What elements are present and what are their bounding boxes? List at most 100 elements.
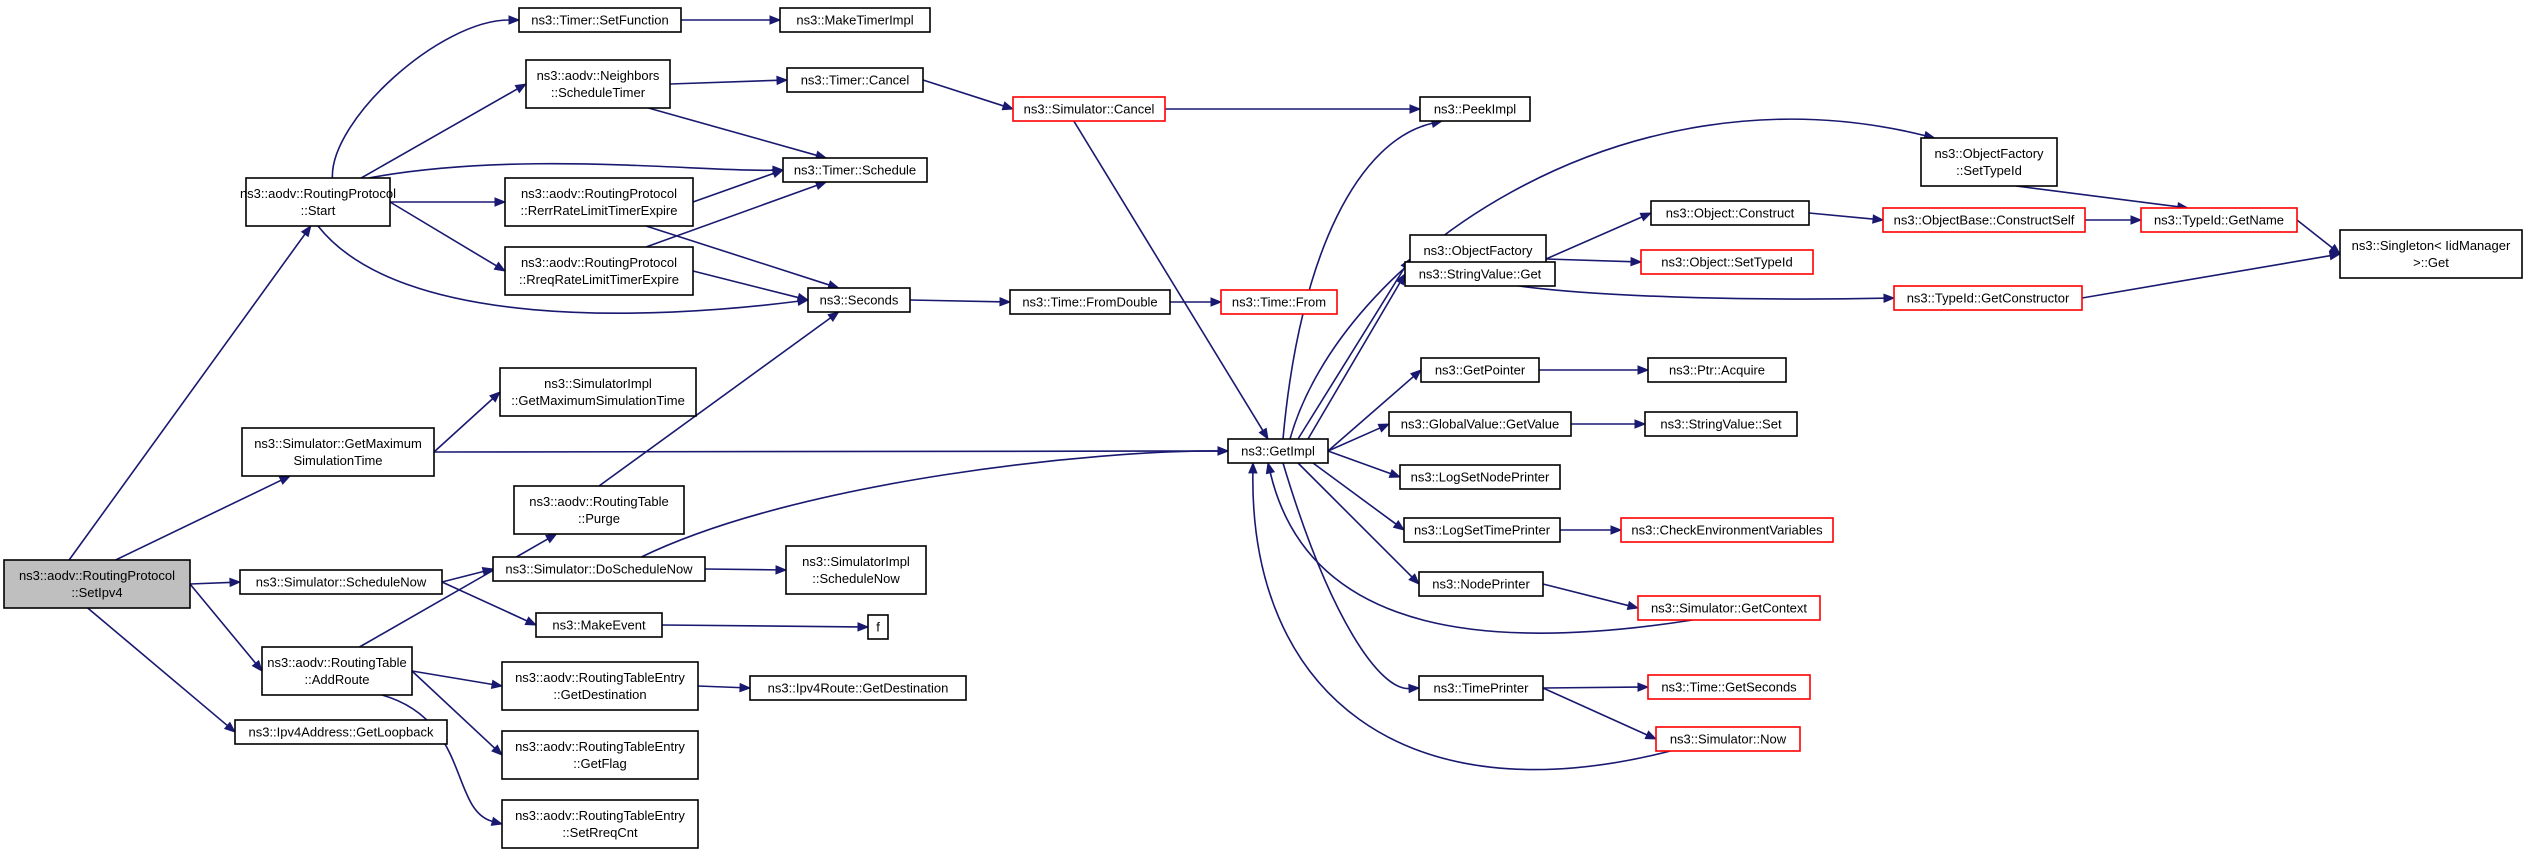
edge-start-to-rerrexpire [390, 197, 507, 207]
node-label: ns3::StringValue::Set [1660, 417, 1782, 432]
node-timeprinter[interactable]: ns3::TimePrinter [1418, 675, 1544, 701]
function-nodes: ns3::aodv::RoutingProtocol::SetIpv4ns3::… [3, 7, 2523, 849]
node-nbschedtimer[interactable]: ns3::aodv::Neighbors::ScheduleTimer [525, 59, 671, 109]
node-simcancel[interactable]: ns3::Simulator::Cancel [1012, 96, 1166, 122]
arrowhead-icon [1630, 256, 1643, 267]
edge-getimpl-to-logsetnode [1327, 450, 1402, 478]
node-box [1655, 726, 1801, 752]
node-box [1399, 464, 1561, 490]
node-timefrom[interactable]: ns3::Time::From [1220, 289, 1338, 315]
node-logsetnode[interactable]: ns3::LogSetNodePrinter [1399, 464, 1561, 490]
node-checkenv[interactable]: ns3::CheckEnvironmentVariables [1620, 517, 1834, 543]
arrowhead-icon [1872, 214, 1885, 224]
node-logsettime[interactable]: ns3::LogSetTimePrinter [1403, 517, 1561, 543]
node-rerrexpire[interactable]: ns3::aodv::RoutingProtocol::RerrRateLimi… [504, 177, 694, 227]
edge-start-to-nbschedtimer [360, 83, 528, 179]
node-ptracquire[interactable]: ns3::Ptr::Acquire [1647, 357, 1787, 383]
node-typeidgetctor[interactable]: ns3::TypeId::GetConstructor [1893, 285, 2083, 311]
node-label: ns3::TypeId::GetConstructor [1907, 291, 2070, 306]
edge-setipv4-to-getloopback [87, 607, 237, 733]
node-setfunction[interactable]: ns3::Timer::SetFunction [518, 7, 682, 33]
arrowhead-icon [1639, 212, 1653, 222]
node-timerschedule[interactable]: ns3::Timer::Schedule [782, 157, 928, 183]
node-simimplschednow[interactable]: ns3::SimulatorImpl::ScheduleNow [785, 545, 927, 595]
node-svset[interactable]: ns3::StringValue::Set [1644, 411, 1798, 437]
edge-doschednow-to-getimpl [641, 446, 1230, 558]
arrowhead-icon [857, 622, 870, 632]
edge-timeprinter-to-timegetseconds [1542, 682, 1650, 692]
node-label: ns3::SimulatorImpl [802, 554, 910, 569]
arrowhead-icon [2328, 251, 2342, 261]
node-label: ns3::aodv::RoutingProtocol [19, 568, 175, 583]
node-objsettypeid[interactable]: ns3::Object::SetTypeId [1640, 249, 1814, 275]
node-box [525, 59, 671, 109]
node-label: ns3::CheckEnvironmentVariables [1631, 523, 1823, 538]
node-box [1009, 289, 1171, 315]
node-timefromdouble[interactable]: ns3::Time::FromDouble [1009, 289, 1171, 315]
node-label: ns3::aodv::RoutingProtocol [240, 186, 396, 201]
node-label: ns3::ObjectFactory [1423, 243, 1533, 258]
node-seconds[interactable]: ns3::Seconds [807, 287, 911, 313]
node-box [1647, 674, 1811, 700]
node-maketimerimpl[interactable]: ns3::MakeTimerImpl [779, 7, 931, 33]
node-timegetseconds[interactable]: ns3::Time::GetSeconds [1647, 674, 1811, 700]
node-label: ::AddRoute [304, 672, 369, 687]
node-f[interactable]: f [867, 614, 889, 640]
node-nodeprinter[interactable]: ns3::NodePrinter [1418, 571, 1544, 597]
edge-getmaxsim-to-simimplgetmax [433, 391, 501, 453]
node-getpointer[interactable]: ns3::GetPointer [1420, 357, 1540, 383]
node-svget[interactable]: ns3::StringValue::Get [1404, 261, 1556, 287]
edge-start-to-timerschedule [368, 162, 785, 179]
node-singletonget[interactable]: ns3::Singleton< IidManager >::Get [2339, 229, 2523, 279]
edge-nbschedtimer-to-timerschedule [648, 107, 828, 160]
node-objconstruct[interactable]: ns3::Object::Construct [1650, 200, 1810, 226]
node-simnow[interactable]: ns3::Simulator::Now [1655, 726, 1801, 752]
node-doschednow[interactable]: ns3::Simulator::DoScheduleNow [492, 556, 706, 582]
node-getmaxsim[interactable]: ns3::Simulator::GetMaximumSimulationTime [241, 427, 435, 477]
edge-addroute-to-rtesetrreq [381, 694, 504, 826]
edge-timercancel-to-simcancel [922, 79, 1015, 111]
node-box [504, 177, 694, 227]
edge-ofcreate-to-typeidgetctor [1498, 282, 1896, 303]
node-box [1650, 200, 1810, 226]
node-box [786, 67, 924, 93]
node-timercancel[interactable]: ns3::Timer::Cancel [786, 67, 924, 93]
node-box [749, 675, 967, 701]
arrowhead-icon [1395, 272, 1406, 286]
node-ipv4routegetdest[interactable]: ns3::Ipv4Route::GetDestination [749, 675, 967, 701]
node-label: ns3::aodv::RoutingTable [267, 655, 406, 670]
node-getimpl[interactable]: ns3::GetImpl [1227, 438, 1329, 464]
node-rtesetrreq[interactable]: ns3::aodv::RoutingTableEntry::SetRreqCnt [501, 799, 699, 849]
node-makeevent[interactable]: ns3::MakeEvent [535, 612, 663, 638]
arrowhead-icon [251, 659, 263, 673]
node-gvgetvalue[interactable]: ns3::GlobalValue::GetValue [1388, 411, 1572, 437]
node-label: ns3::aodv::Neighbors [537, 68, 660, 83]
node-rtegetflag[interactable]: ns3::aodv::RoutingTableEntry::GetFlag [501, 730, 699, 780]
node-schedulenow[interactable]: ns3::Simulator::ScheduleNow [239, 569, 443, 595]
node-rtegetdest[interactable]: ns3::aodv::RoutingTableEntry::GetDestina… [501, 661, 699, 711]
node-peekimpl[interactable]: ns3::PeekImpl [1419, 96, 1531, 122]
node-box [1012, 96, 1166, 122]
node-label: SimulationTime [293, 453, 382, 468]
node-obconstructself[interactable]: ns3::ObjectBase::ConstructSelf [1882, 207, 2086, 233]
node-simgetcontext[interactable]: ns3::Simulator::GetContext [1637, 595, 1821, 621]
edge-setipv4-to-getmaxsim [115, 475, 292, 561]
node-typeidgetname[interactable]: ns3::TypeId::GetName [2140, 207, 2298, 233]
node-addroute[interactable]: ns3::aodv::RoutingTable::AddRoute [261, 646, 413, 696]
node-box [1620, 517, 1834, 543]
node-getloopback[interactable]: ns3::Ipv4Address::GetLoopback [234, 719, 448, 745]
arrowhead-icon [1377, 423, 1391, 433]
node-box [1637, 595, 1821, 621]
node-box [1403, 517, 1561, 543]
node-simimplgetmax[interactable]: ns3::SimulatorImpl::GetMaximumSimulation… [499, 367, 697, 417]
node-start[interactable]: ns3::aodv::RoutingProtocol::Start [240, 177, 396, 227]
arrowhead-icon [514, 83, 528, 94]
node-rtpurge[interactable]: ns3::aodv::RoutingTable::Purge [513, 485, 685, 535]
node-label: ::GetMaximumSimulationTime [511, 393, 685, 408]
arrowhead-icon [827, 311, 840, 323]
arrowhead-icon [1409, 369, 1423, 381]
node-ofsettypeid[interactable]: ns3::ObjectFactory::SetTypeId [1920, 137, 2058, 187]
node-rreqexpire[interactable]: ns3::aodv::RoutingProtocol::RreqRateLimi… [504, 246, 694, 296]
node-label: ::Purge [578, 511, 620, 526]
node-box [501, 661, 699, 711]
